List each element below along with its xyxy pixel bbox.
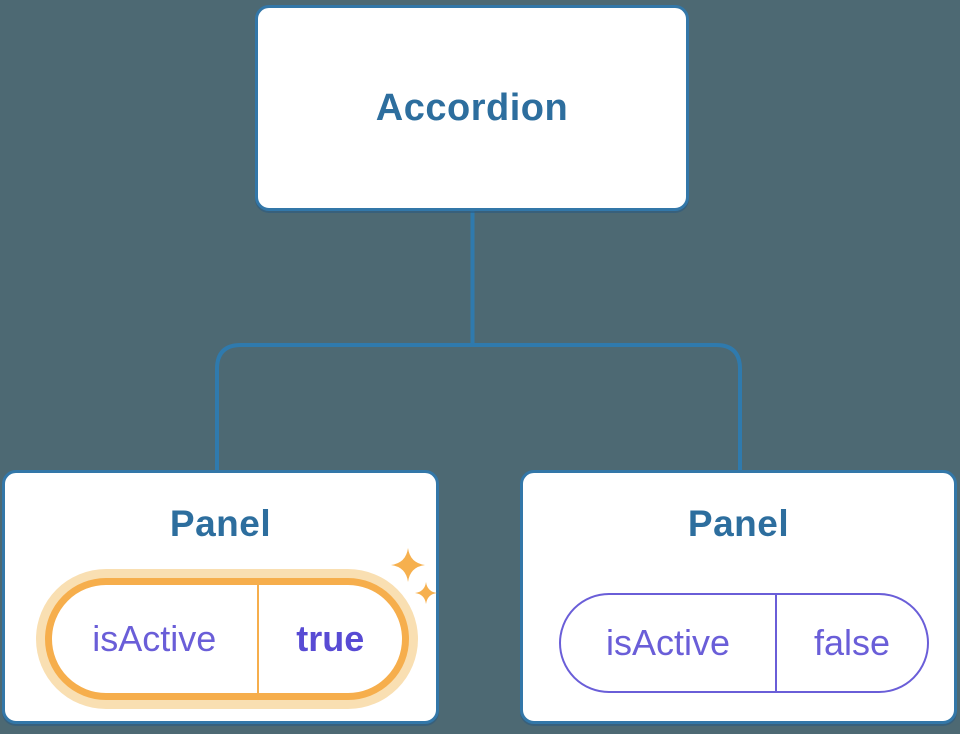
panel-node-label: Panel xyxy=(687,503,790,544)
panel-node-label: Panel xyxy=(169,503,272,544)
state-value-label: false xyxy=(813,622,890,663)
state-value-label: true xyxy=(296,618,365,659)
accordion-node-label: Accordion xyxy=(375,86,569,129)
panel-node-active: Panel isActive true xyxy=(2,470,439,724)
connector-bracket xyxy=(215,343,742,471)
state-pill-active: isActive true xyxy=(45,578,409,700)
state-key-label: isActive xyxy=(561,595,777,691)
accordion-node: Accordion xyxy=(255,5,689,211)
sparkle-icon xyxy=(391,548,437,604)
state-key-label: isActive xyxy=(52,585,259,693)
state-pill-inactive: isActive false xyxy=(559,593,929,693)
panel-node-inactive: Panel isActive false xyxy=(520,470,957,724)
